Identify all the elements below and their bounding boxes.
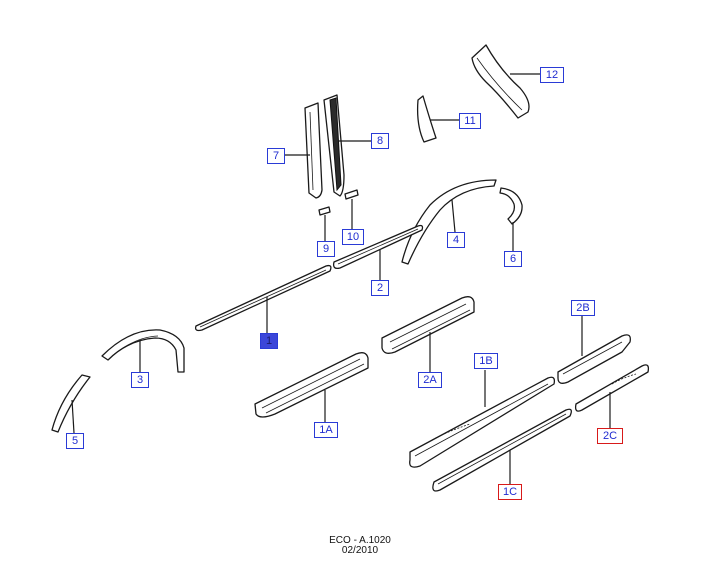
part-1a-door-cladding[interactable] — [254, 352, 369, 418]
part-2a-door-cladding[interactable] — [381, 296, 475, 354]
callout-12[interactable]: 12 — [540, 67, 564, 83]
callout-3[interactable]: 3 — [131, 372, 149, 388]
callout-7[interactable]: 7 — [267, 148, 285, 164]
callout-2[interactable]: 2 — [371, 280, 389, 296]
callout-10[interactable]: 10 — [342, 229, 364, 245]
diagram-code: ECO - A.1020 — [329, 535, 391, 546]
part-9-clip[interactable] — [318, 206, 331, 216]
part-1b-sill-trim[interactable] — [409, 376, 556, 468]
part-12-rear-pillar-trim[interactable] — [471, 44, 530, 119]
part-8-b-pillar-trim[interactable] — [323, 94, 345, 197]
part-2c-badge-strip[interactable] — [574, 364, 650, 412]
part-7-b-pillar-trim[interactable] — [304, 102, 323, 199]
part-4-wheel-arch-moulding[interactable] — [401, 179, 497, 265]
part-2-door-moulding[interactable] — [332, 224, 424, 270]
callout-2c[interactable]: 2C — [597, 428, 623, 444]
callout-2b[interactable]: 2B — [571, 300, 595, 316]
part-10-clip[interactable] — [344, 189, 359, 200]
part-1-body-moulding[interactable] — [194, 264, 332, 332]
part-6-arch-extension[interactable] — [499, 187, 523, 225]
diagram-date: 02/2010 — [341, 545, 379, 556]
callout-8[interactable]: 8 — [371, 133, 389, 149]
part-3-rear-wheel-arch[interactable] — [101, 329, 185, 373]
callout-11[interactable]: 11 — [459, 113, 481, 129]
callout-5[interactable]: 5 — [66, 433, 84, 449]
callout-1[interactable]: 1 — [260, 333, 278, 349]
callout-1b[interactable]: 1B — [474, 353, 498, 369]
callout-6[interactable]: 6 — [504, 251, 522, 267]
callout-4[interactable]: 4 — [447, 232, 465, 248]
callout-9[interactable]: 9 — [317, 241, 335, 257]
callout-1a[interactable]: 1A — [314, 422, 338, 438]
part-5-rear-trim[interactable] — [51, 374, 91, 433]
callout-1c[interactable]: 1C — [498, 484, 522, 500]
callout-2a[interactable]: 2A — [418, 372, 442, 388]
part-2b-sill-trim[interactable] — [557, 334, 631, 384]
part-1c-badge-strip[interactable] — [432, 408, 572, 492]
part-11-quarter-trim[interactable] — [416, 95, 437, 143]
